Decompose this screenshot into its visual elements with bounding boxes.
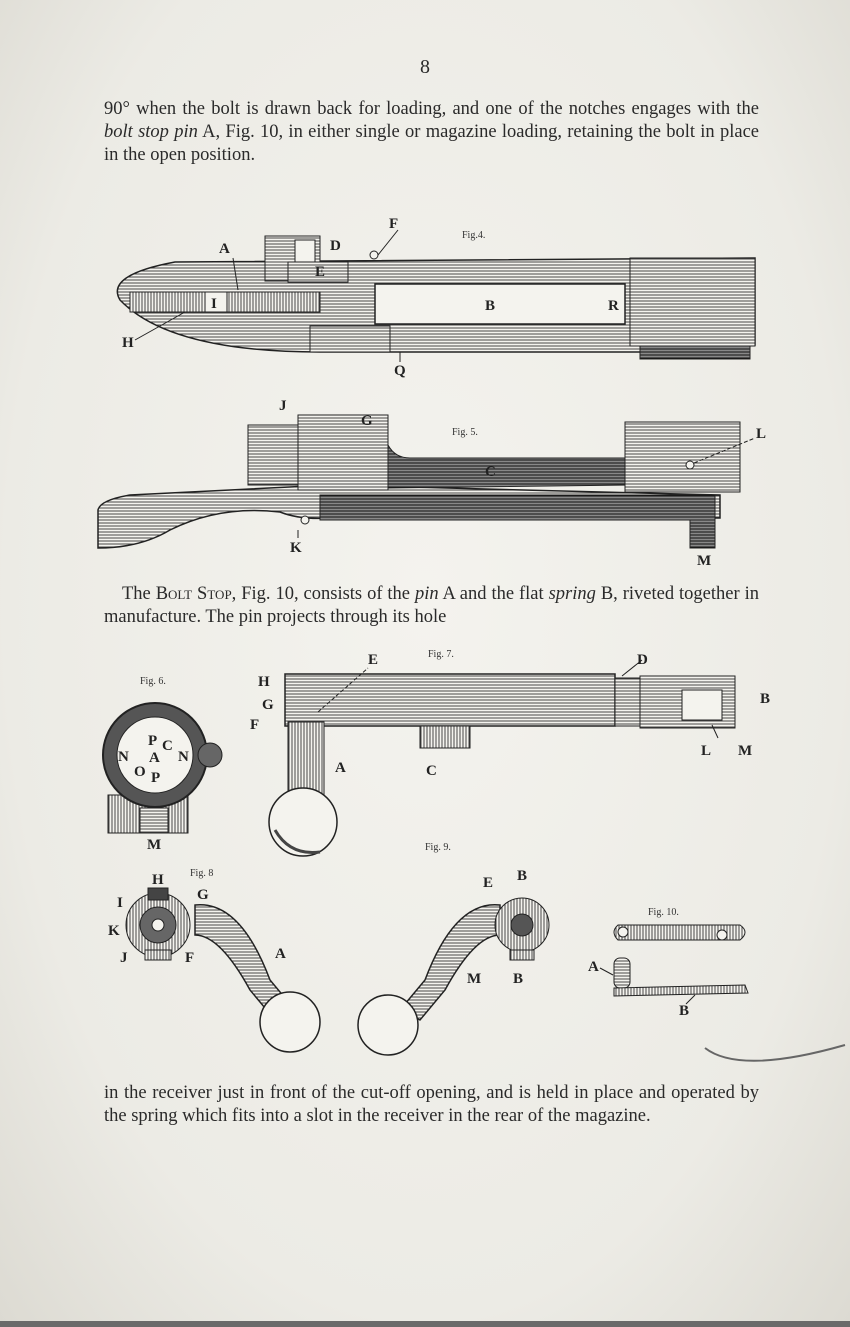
paragraph-3: in the receiver just in front of the cut… — [104, 1083, 759, 1126]
fig4-label-q: Q — [394, 363, 406, 379]
figure-8: Fig. 8 H G I K J F A — [108, 868, 321, 1053]
fig4-label-b: B — [485, 298, 495, 314]
fig7-label-e: E — [368, 652, 378, 668]
page-number: 8 — [420, 56, 430, 78]
figure-4: Fig.4. F A D E I B R H Q — [116, 216, 756, 379]
fig8-label-k: K — [108, 923, 120, 939]
fig6-label-n-right: N — [178, 749, 189, 765]
fig5-caption: Fig. 5. — [452, 427, 478, 438]
fig8-label-g: G — [197, 887, 209, 903]
paragraph-2: The Bolt Stop, Fig. 10, consists of the … — [104, 584, 759, 627]
fig6-caption: Fig. 6. — [140, 676, 166, 687]
fig7-label-m: M — [738, 743, 752, 759]
fig7-label-c: C — [426, 763, 437, 779]
fig5-label-l: L — [756, 426, 766, 442]
fig8-label-i: I — [117, 895, 123, 911]
fig9-label-m: M — [467, 971, 481, 987]
fig4-caption: Fig.4. — [462, 230, 485, 241]
fig5-label-k: K — [290, 540, 302, 556]
fig6-label-m: M — [147, 837, 161, 853]
figure-10: Fig. 10. A B — [588, 907, 749, 1019]
fig8-label-j: J — [120, 950, 128, 966]
figure-7: Fig. 7. E D H G F B A C L M — [250, 649, 770, 857]
page-edge — [0, 1321, 850, 1327]
fig6-label-n-left: N — [118, 749, 129, 765]
fig7-label-b: B — [760, 691, 770, 707]
figure-5: Fig. 5. J G L C K M — [97, 398, 766, 569]
fig7-label-a: A — [335, 760, 346, 776]
fig7-caption: Fig. 7. — [428, 649, 454, 660]
fig10-label-b: B — [679, 1003, 689, 1019]
fig5-label-m: M — [697, 553, 711, 569]
fig4-label-f: F — [389, 216, 398, 232]
fig7-label-l: L — [701, 743, 711, 759]
fig6-label-a: A — [149, 750, 160, 766]
fig5-label-j: J — [279, 398, 287, 414]
fig9-label-e: E — [483, 875, 493, 891]
fig8-label-f: F — [185, 950, 194, 966]
fig9-label-b-top: B — [517, 868, 527, 884]
figure-9: Fig. 9. E B M B — [357, 842, 550, 1056]
fig7-label-d: D — [637, 652, 648, 668]
fig7-label-h: H — [258, 674, 270, 690]
figure-6: Fig. 6. P C N A N O P M — [102, 676, 223, 853]
fig6-label-c: C — [162, 738, 173, 754]
fig6-label-p-bottom: P — [151, 770, 160, 786]
fig10-caption: Fig. 10. — [648, 907, 679, 918]
fig5-label-g: G — [361, 413, 373, 429]
fig7-label-f: F — [250, 717, 259, 733]
fig4-label-i: I — [211, 296, 217, 312]
fig8-label-h: H — [152, 872, 164, 888]
fig4-label-a: A — [219, 241, 230, 257]
fig4-label-h: H — [122, 335, 134, 351]
fig9-label-b-bottom: B — [513, 971, 523, 987]
fig4-label-d: D — [330, 238, 341, 254]
fig5-label-c: C — [485, 464, 496, 480]
fig8-label-a: A — [275, 946, 286, 962]
fig6-label-o: O — [134, 764, 146, 780]
paragraph-1: 90° when the bolt is drawn back for load… — [104, 99, 759, 165]
page-crease — [704, 1044, 846, 1062]
fig6-label-p-top: P — [148, 733, 157, 749]
fig7-label-g: G — [262, 697, 274, 713]
fig9-caption: Fig. 9. — [425, 842, 451, 853]
fig10-label-a: A — [588, 959, 599, 975]
fig4-label-e: E — [315, 264, 325, 280]
fig4-label-r: R — [608, 298, 619, 314]
fig8-caption: Fig. 8 — [190, 868, 213, 879]
